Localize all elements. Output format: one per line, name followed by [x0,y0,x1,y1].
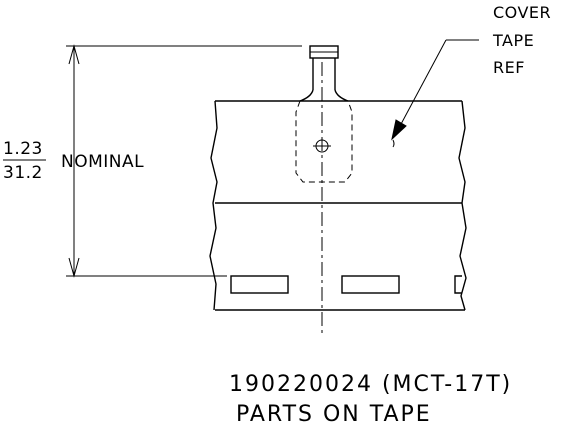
cover-tape-leader [391,39,479,148]
pocket-hidden-outline [295,100,353,183]
sprocket-hole-1 [230,275,289,294]
tape-left-break-line [209,100,218,311]
dimension-millimeters: 31.2 [3,163,43,183]
tape-right-break-line [458,100,467,311]
pocket-outline [295,100,353,183]
sprocket-holes [230,275,462,294]
dimension-inches: 1.23 [3,139,43,159]
dimension-vertical [66,44,302,278]
caption-description: PARTS ON TAPE [236,402,432,427]
carrier-tape [209,100,467,311]
dimension-arrow-top [68,44,80,65]
callout-line-3: REF [493,58,525,77]
leader-diagonal [399,39,447,127]
leader-arrowhead [391,119,407,141]
dimension-arrow-bottom [68,257,80,278]
pin-shoulder-right [334,89,349,102]
sprocket-hole-partial [454,275,462,294]
part-pin [299,45,349,102]
leader-tail [392,139,395,148]
caption-part-number: 190220024 (MCT-17T) [229,372,512,397]
callout-line-1: COVER [493,3,551,22]
sprocket-hole-2 [341,275,400,294]
pin-shoulder-left [299,89,314,102]
callout-line-2: TAPE [492,31,534,50]
dimension-note: NOMINAL [61,152,144,172]
